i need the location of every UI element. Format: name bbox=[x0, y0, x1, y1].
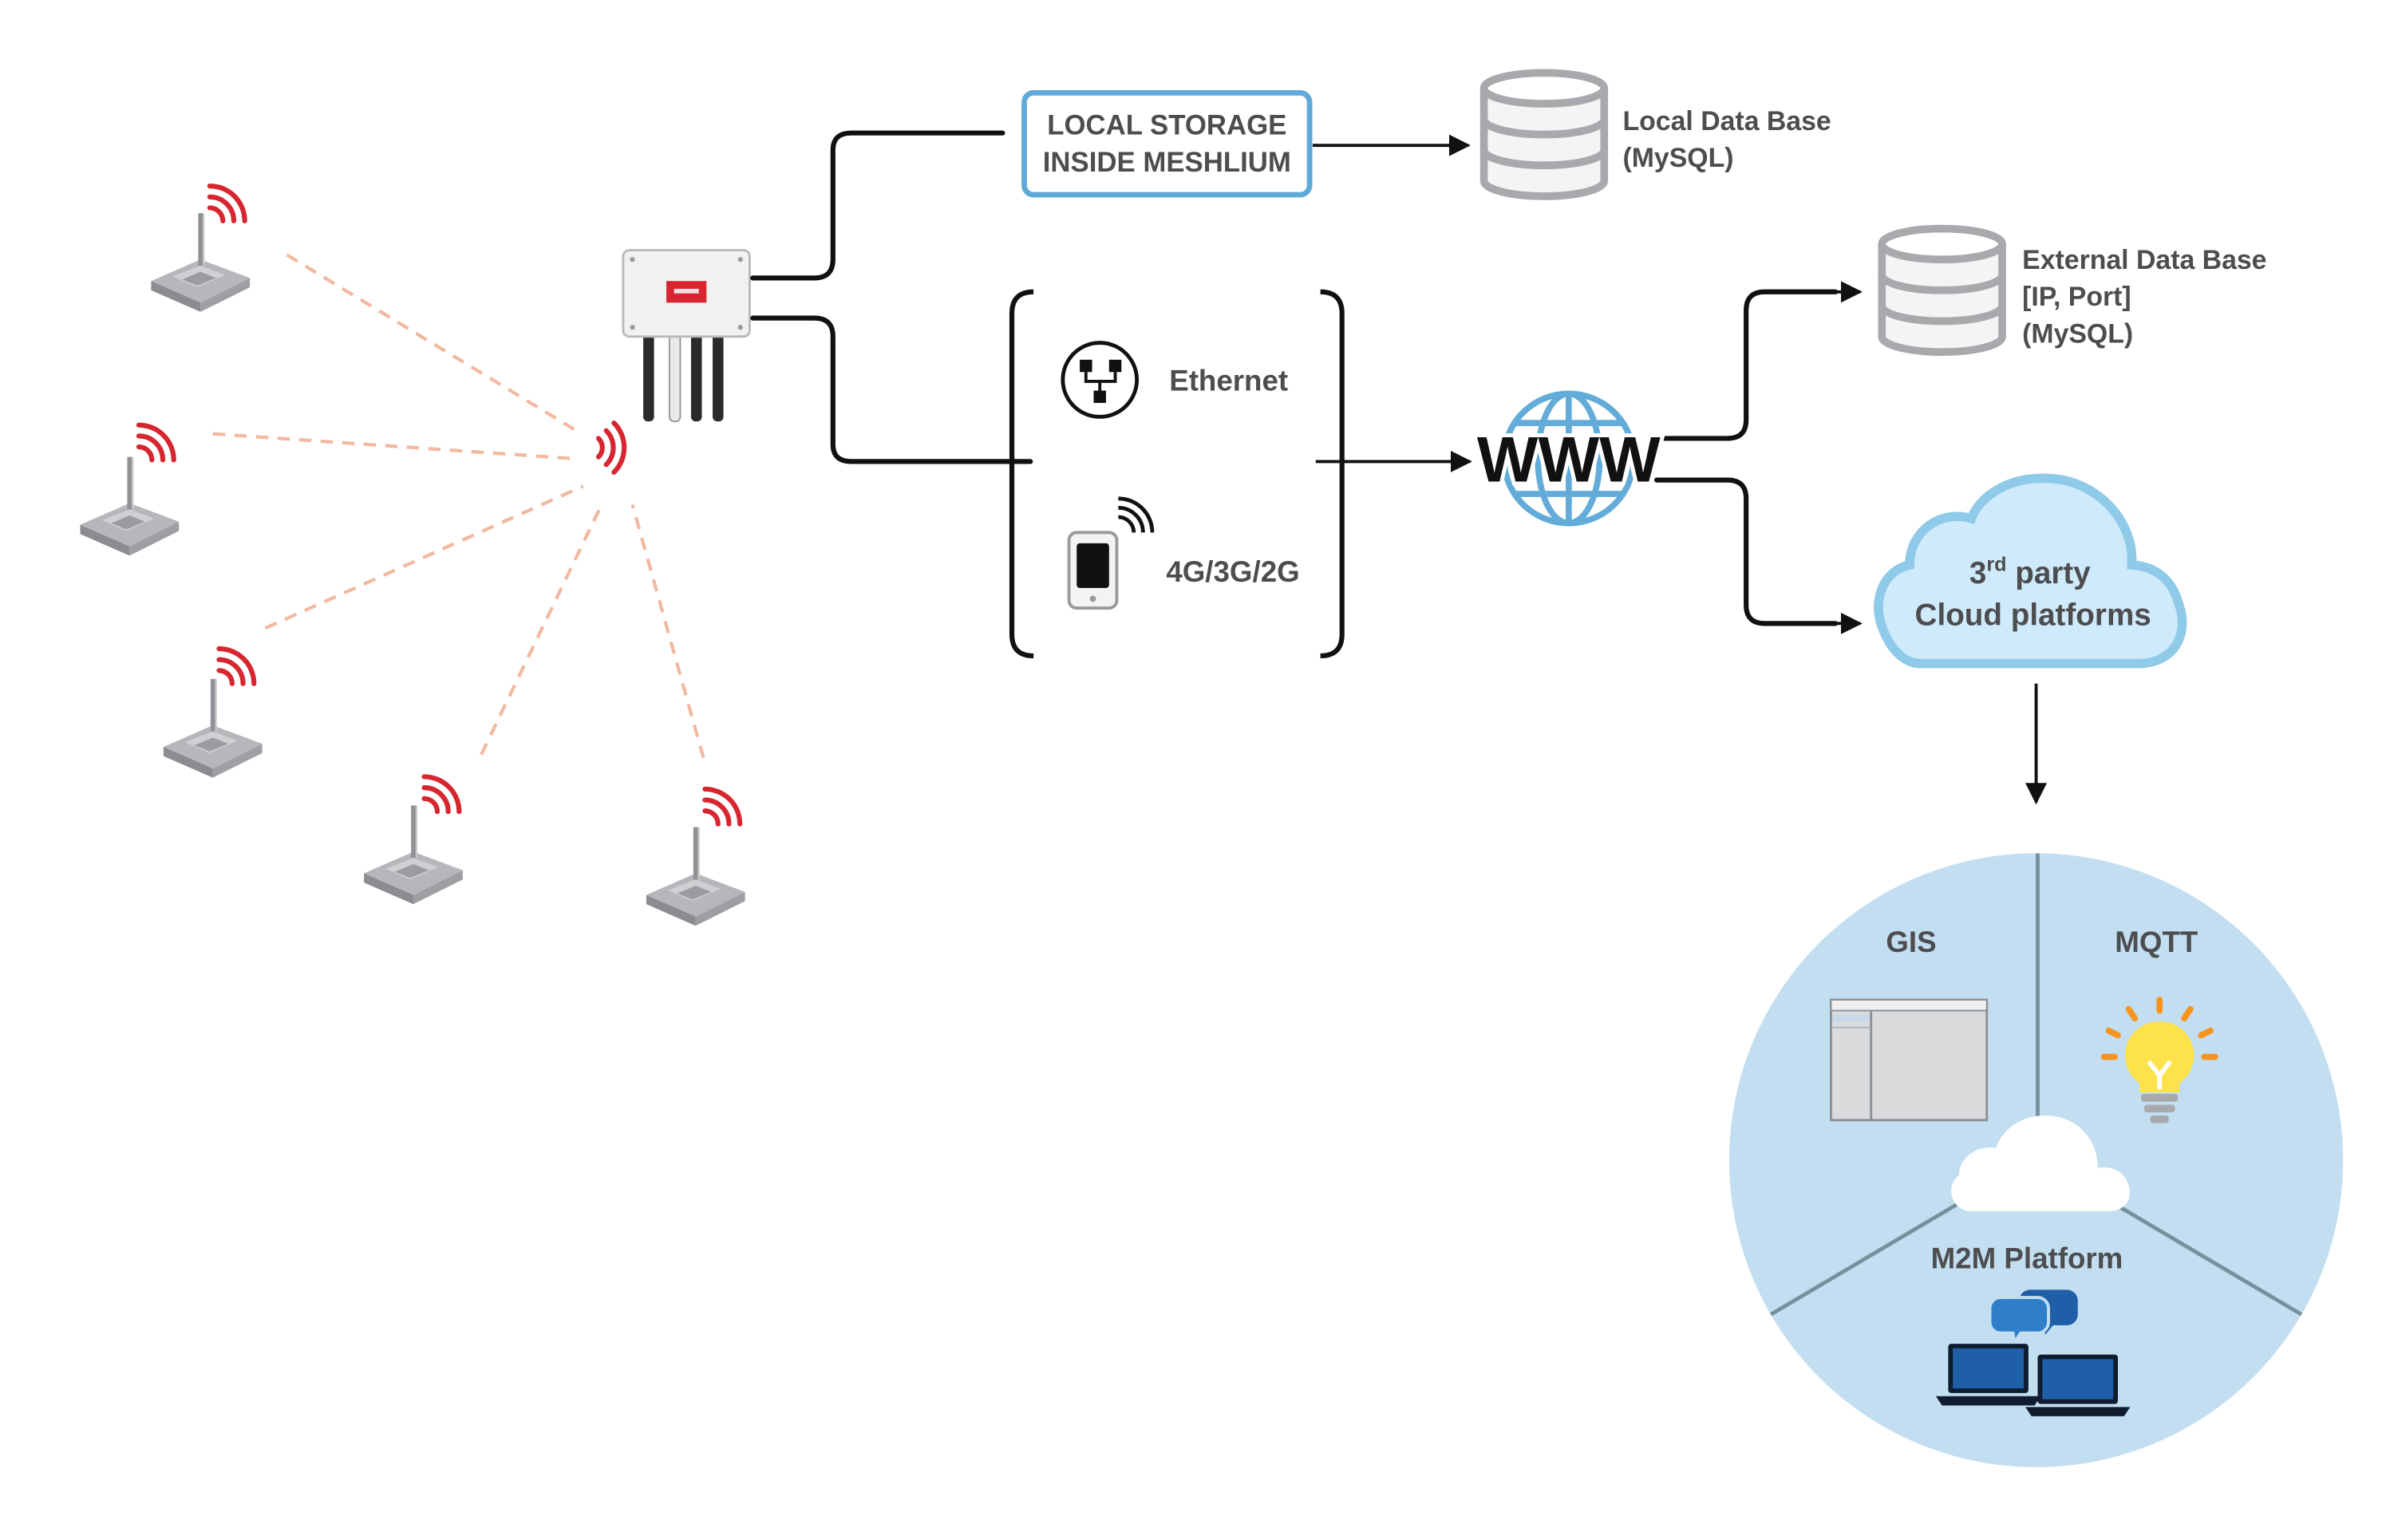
internet-globe: WWW bbox=[1473, 390, 1665, 527]
cloud-line2: Cloud platforms bbox=[1915, 598, 2151, 632]
cloud-icon bbox=[1951, 1115, 2130, 1211]
gateway-device-icon bbox=[622, 249, 751, 423]
laptop-icon bbox=[1935, 1344, 2041, 1406]
sensor-node-5 bbox=[646, 782, 747, 926]
sensor-node-1 bbox=[151, 179, 251, 312]
sensor-node-4 bbox=[364, 769, 466, 905]
ethernet-icon bbox=[1061, 341, 1140, 419]
sensor-nodes bbox=[80, 179, 748, 926]
wireless-links bbox=[212, 253, 705, 759]
sensor-node-icon bbox=[646, 827, 745, 926]
sensor-node-icon bbox=[80, 456, 180, 556]
local-storage-line1: LOCAL STORAGE bbox=[1047, 111, 1286, 141]
right-bracket bbox=[1320, 289, 1345, 659]
local-storage-line2: INSIDE MESHLIUM bbox=[1043, 148, 1291, 178]
mobile-phone-icon bbox=[1067, 496, 1155, 610]
local-storage-box: LOCAL STORAGE INSIDE MESHLIUM bbox=[1021, 90, 1313, 198]
local-db-line1: Local Data Base bbox=[1623, 106, 1831, 136]
gis-label: GIS bbox=[1886, 926, 1936, 958]
sensor-node-icon bbox=[151, 213, 251, 312]
mobile-label: 4G/3G/2G bbox=[1166, 555, 1299, 588]
sensor-node-icon bbox=[163, 678, 263, 778]
connection-lines bbox=[750, 130, 1839, 626]
app-window-icon bbox=[1830, 998, 1989, 1122]
cloud-line1: 3rd party bbox=[1969, 554, 2091, 590]
external-database: External Data Base [IP, Port] (MySQL) bbox=[1882, 229, 2266, 353]
laptop-icon bbox=[2025, 1354, 2131, 1416]
external-db-line1: External Data Base bbox=[2022, 245, 2266, 275]
database-icon bbox=[1484, 73, 1605, 196]
local-db-line2: (MySQL) bbox=[1623, 143, 1734, 173]
m2m-label: M2M Platform bbox=[1931, 1242, 2123, 1274]
gateway bbox=[598, 249, 751, 472]
wireless-signal-icon bbox=[694, 782, 747, 835]
sensor-node-icon bbox=[364, 805, 463, 905]
cloud-icon bbox=[1874, 473, 2187, 669]
wireless-signal-icon bbox=[128, 418, 180, 471]
wireless-signal-icon bbox=[413, 769, 466, 822]
ethernet-label: Ethernet bbox=[1169, 364, 1288, 397]
external-db-line3: (MySQL) bbox=[2022, 319, 2133, 349]
mqtt-label: MQTT bbox=[2115, 926, 2198, 958]
chat-bubbles-icon bbox=[1988, 1289, 2078, 1347]
sensor-node-2 bbox=[80, 418, 181, 556]
globe-icon bbox=[1500, 390, 1637, 527]
www-label: WWW bbox=[1477, 424, 1661, 496]
left-bracket bbox=[1009, 289, 1034, 659]
connectivity-options: Ethernet 4G/3G/2G bbox=[1009, 289, 1345, 659]
sensor-node-3 bbox=[163, 642, 263, 778]
wireless-signal-icon bbox=[199, 179, 251, 231]
lightbulb-icon bbox=[2100, 997, 2218, 1123]
external-db-line2: [IP, Port] bbox=[2022, 282, 2131, 312]
platforms-circle: GIS MQTT M2M bbox=[1728, 853, 2344, 1467]
local-database: Local Data Base (MySQL) bbox=[1484, 73, 1831, 196]
third-party-cloud: 3rd party Cloud platforms bbox=[1874, 473, 2187, 669]
wireless-signal-icon bbox=[598, 423, 624, 472]
database-icon bbox=[1882, 229, 2002, 353]
